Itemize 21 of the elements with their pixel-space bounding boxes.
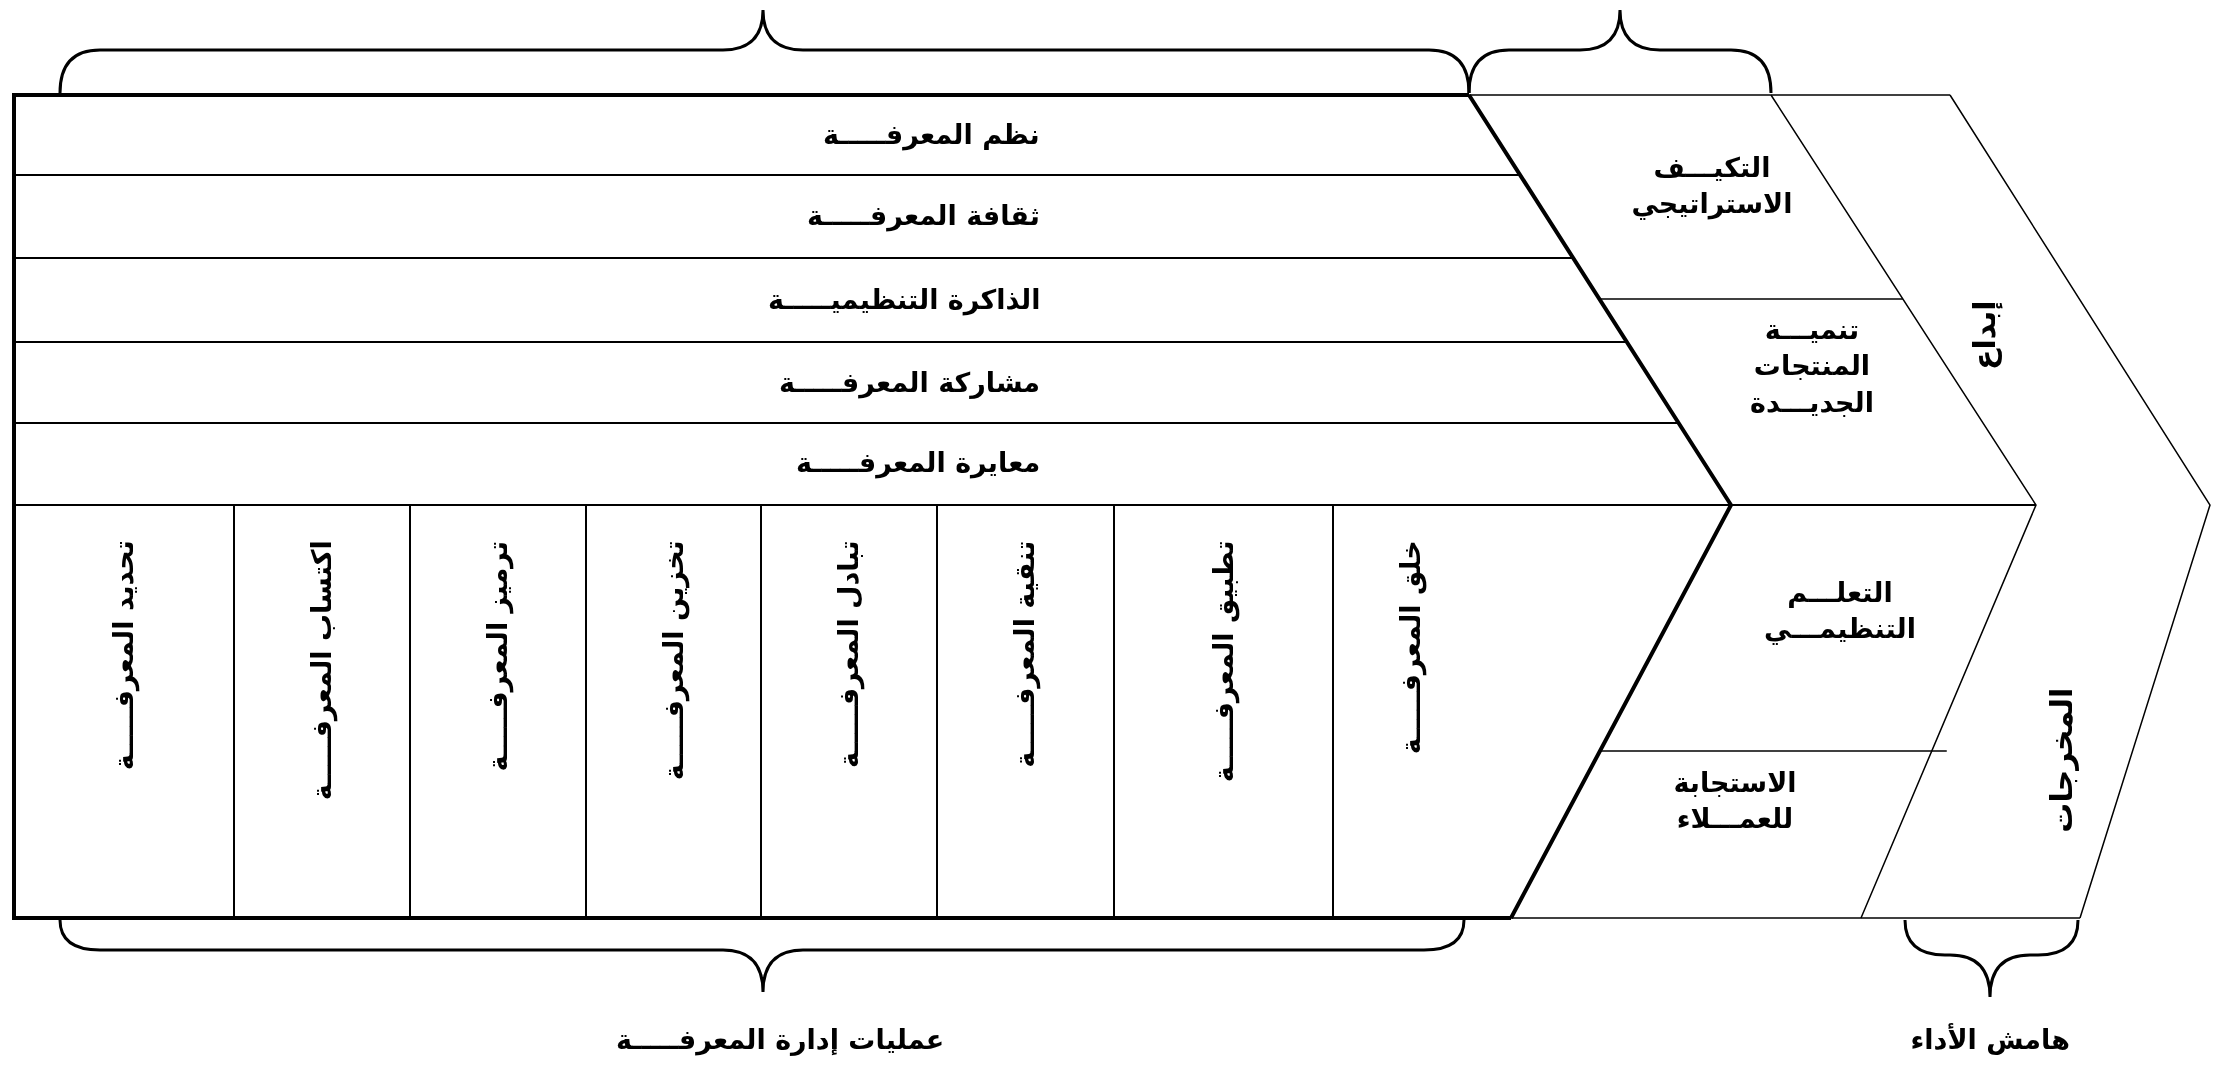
brace-label: هامش الأداء [1910, 1022, 2070, 1057]
band-label: إبداع [1964, 299, 2006, 370]
band-label: تنميـــة المنتجات الجديـــدة [1712, 312, 1912, 422]
column-label: تحديد المعرفـــــة [105, 540, 143, 771]
column-label: اكتساب المعرفـــــة [303, 540, 341, 801]
band-label: التعلـــم التنظيمـــي [1725, 575, 1955, 648]
column-label: تطبيق المعرفـــــة [1205, 540, 1242, 783]
row-label: ثقافة المعرفـــــة [807, 198, 1040, 235]
column-label: تنقية المعرفـــــة [1007, 540, 1044, 768]
band-label: الاستجابة للعمـــلاء [1620, 765, 1850, 838]
column-label: خلق المعرفـــــة [1392, 540, 1430, 755]
row-label: مشاركة المعرفـــــة [779, 365, 1041, 402]
band-label: المخرجات [2041, 687, 2083, 833]
row-label: الذاكرة التنظيميـــــة [768, 282, 1041, 319]
column-label: تبادل المعرفـــــة [830, 540, 868, 769]
row-label: نظم المعرفـــــة [823, 117, 1040, 154]
column-label: تخزين المعرفـــــة [655, 540, 692, 781]
band-label: التكيـــف الاستراتيجي [1592, 150, 1832, 223]
column-label: ترميز المعرفـــــة [479, 540, 516, 771]
brace-label: عمليات إدارة المعرفـــــة [616, 1023, 945, 1058]
row-label: معايرة المعرفـــــة [796, 445, 1041, 482]
